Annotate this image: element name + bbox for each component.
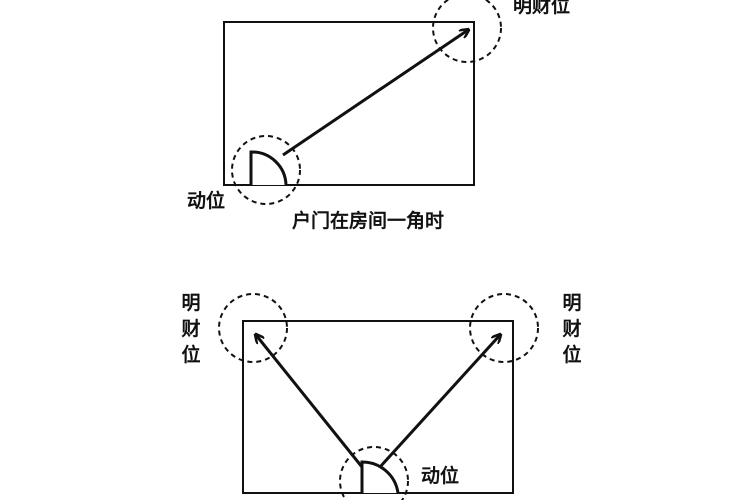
diagram-caption: 户门在房间一角时 (292, 210, 445, 232)
wealth-position-label: 明财位 (513, 0, 571, 17)
motion-position-label: 动位 (421, 465, 460, 487)
wealth-position-label-right: 明财位 (562, 292, 582, 366)
motion-position-circle (231, 135, 301, 205)
energy-flow-arrow-right (378, 335, 500, 469)
energy-flow-arrow-left (256, 335, 364, 468)
door-swing-icon (360, 460, 400, 494)
room-outline (223, 21, 475, 186)
motion-position-label: 动位 (187, 190, 226, 212)
wealth-position-circle (432, 0, 502, 63)
motion-position-circle (339, 446, 409, 500)
diagram-center-door (218, 293, 539, 500)
diagram-corner-door (223, 0, 502, 205)
wealth-position-circle-left (218, 293, 288, 363)
wealth-position-circle-right (469, 293, 539, 363)
wealth-position-label-left: 明财位 (181, 292, 201, 366)
energy-flow-arrow (282, 30, 468, 157)
door-swing-icon (249, 150, 288, 186)
